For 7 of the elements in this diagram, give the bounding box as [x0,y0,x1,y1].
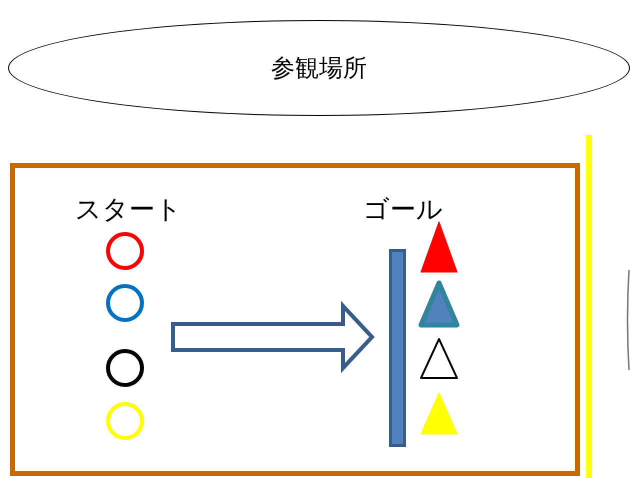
area-frame [10,163,580,476]
place-label: 参観場所 [271,54,367,82]
block-arrow [171,300,375,374]
goal-label: ゴール [363,195,443,226]
start-label: スタート [75,195,182,226]
place-ellipse [8,20,630,116]
goal-bar [389,249,406,447]
